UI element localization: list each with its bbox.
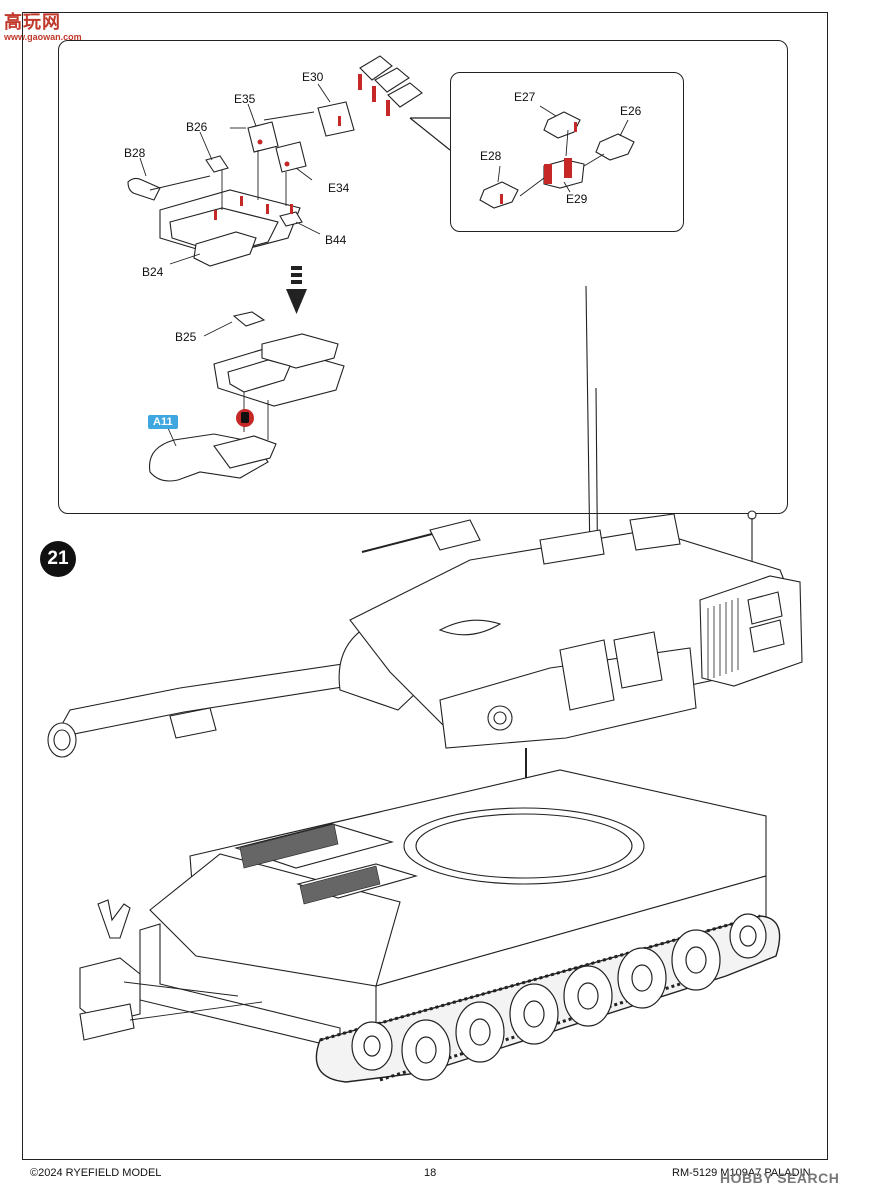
part-label-e30: E30 — [302, 70, 324, 84]
part-label-b24: B24 — [142, 265, 164, 279]
part-label-e34: E34 — [328, 181, 350, 195]
footer-page-number: 18 — [424, 1167, 437, 1179]
watermark-url: www.gaowan.com — [4, 32, 82, 42]
part-label-b44: B44 — [325, 233, 347, 247]
brand-hobby: HOBBY — [720, 1170, 773, 1186]
brand-search: SEARCH — [777, 1170, 840, 1186]
part-label-e26: E26 — [620, 104, 642, 118]
part-label-e29: E29 — [566, 192, 588, 206]
watermark-logo: 高玩网 www.gaowan.com — [4, 8, 82, 42]
part-label-b25: B25 — [175, 330, 197, 344]
part-label-e27: E27 — [514, 90, 536, 104]
down-arrow-icon — [286, 266, 307, 314]
part-label-b28: B28 — [124, 146, 146, 160]
watermark-brand: 高玩网 — [4, 12, 61, 33]
step-number-badge: 21 — [40, 541, 76, 577]
page-frame — [22, 12, 828, 1160]
glue-icon — [236, 409, 254, 427]
part-label-e28: E28 — [480, 149, 502, 163]
hobbysearch-watermark: HOBBY SEARCH — [720, 1170, 839, 1186]
footer-copyright: ©2024 RYEFIELD MODEL — [30, 1167, 162, 1179]
part-label-e35: E35 — [234, 92, 256, 106]
footer-product: RM-5129 M109A7 PALADIN — [672, 1167, 811, 1179]
part-label-b26: B26 — [186, 120, 208, 134]
part-label-a11: A11 — [148, 415, 178, 429]
sub-assembly-panel — [58, 40, 788, 514]
